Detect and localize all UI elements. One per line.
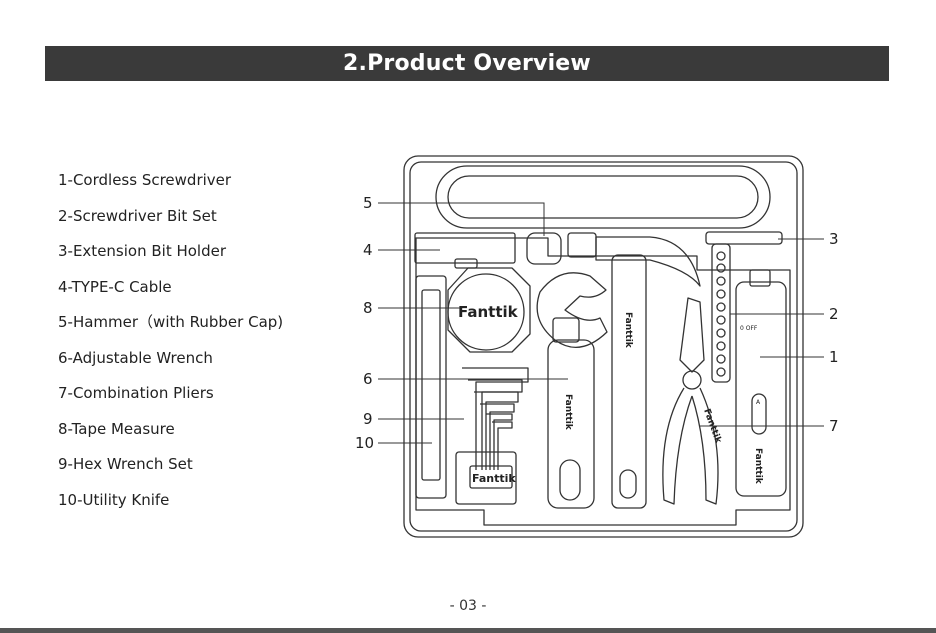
bit-shape-1 xyxy=(716,251,726,261)
hex-holder-brand-label: Fanttik xyxy=(472,472,516,485)
bit-shape-9 xyxy=(716,354,726,364)
part-item-adjustable-wrench: 6-Adjustable Wrench xyxy=(58,348,213,367)
pliers-jaw-shape xyxy=(679,297,705,373)
callout-6: 6 xyxy=(363,370,373,388)
parts-list: 1-Cordless Screwdriver 2-Screwdriver Bit… xyxy=(58,170,283,525)
callout-8: 8 xyxy=(363,299,373,317)
hex-wrench-shape-6 xyxy=(492,421,513,470)
bit-shape-10 xyxy=(716,367,726,377)
adjustable-wrench-slot xyxy=(559,459,581,501)
extension-bit-holder-shape xyxy=(705,231,783,245)
part-item-extension-bit-holder: 3-Extension Bit Holder xyxy=(58,242,227,260)
screwdriver-brand-label: Fanttik xyxy=(753,448,763,485)
bit-set-holder-shape xyxy=(711,243,731,383)
tape-measure-brand-label: Fanttik xyxy=(458,303,519,321)
part-item-cordless-screwdriver: 1-Cordless Screwdriver xyxy=(58,171,232,189)
hammer-handle-shape xyxy=(611,254,647,509)
pliers-handle-left-shape xyxy=(662,387,693,505)
part-item-type-c-cable: 4-TYPE-C Cable xyxy=(58,277,172,296)
case-handle-outer xyxy=(435,165,771,229)
hammer-brand-label: Fanttik xyxy=(623,312,633,349)
hex-wrench-shape-1 xyxy=(462,367,529,470)
adjustable-wrench-jaw-shape xyxy=(536,272,608,348)
hammer-claw-shape xyxy=(595,236,701,287)
case-outer-outline xyxy=(403,155,804,538)
cordless-screwdriver-switch-shape xyxy=(751,393,767,435)
part-item-hammer: 5-Hammer（with Rubber Cap) xyxy=(58,313,284,331)
case-handle-inner xyxy=(447,175,759,219)
part-item-hex-wrench-set: 9-Hex Wrench Set xyxy=(58,455,193,473)
pliers-brand-label: Fanttik xyxy=(701,408,723,446)
hammer-head-shape xyxy=(567,232,597,258)
cordless-screwdriver-chuck-shape xyxy=(749,269,771,287)
callout-5: 5 xyxy=(363,194,373,212)
bit-shape-8 xyxy=(716,341,726,351)
callout-1: 1 xyxy=(829,348,839,366)
screwdriver-switch-label: 0 OFF xyxy=(740,325,758,332)
hex-wrench-shape-5 xyxy=(486,413,513,470)
type-c-connector-shape xyxy=(454,258,478,269)
case-inner-outline xyxy=(409,161,798,532)
bit-shape-6 xyxy=(716,315,726,325)
hex-wrench-label-box xyxy=(469,465,513,489)
page-number: - 03 - xyxy=(449,598,487,614)
callout-2: 2 xyxy=(829,305,839,323)
pliers-pivot-shape xyxy=(682,370,702,390)
callout-10: 10 xyxy=(355,434,375,452)
adjustable-wrench-handle-shape xyxy=(547,339,595,509)
leader-line-5 xyxy=(378,202,545,236)
utility-knife-blade-slot xyxy=(421,289,441,481)
part-item-screwdriver-bit-set: 2-Screwdriver Bit Set xyxy=(58,206,217,225)
callout-9: 9 xyxy=(363,410,373,428)
bit-shape-3 xyxy=(716,276,726,286)
bit-shape-4 xyxy=(716,289,726,299)
section-header-bar: 2.Product Overview xyxy=(45,46,889,81)
bit-shape-7 xyxy=(716,328,726,338)
part-item-utility-knife: 10-Utility Knife xyxy=(58,490,170,509)
utility-knife-shape xyxy=(415,275,447,499)
wrench-brand-label: Fanttik xyxy=(563,394,573,431)
part-item-tape-measure: 8-Tape Measure xyxy=(58,419,175,438)
bit-shape-5 xyxy=(716,302,726,312)
pliers-handle-right-shape xyxy=(691,387,719,505)
section-title: 2.Product Overview xyxy=(343,51,591,76)
callout-4: 4 xyxy=(363,241,373,259)
cordless-screwdriver-body-shape xyxy=(735,281,787,497)
callout-7: 7 xyxy=(829,417,839,435)
hex-wrench-shape-4 xyxy=(480,403,515,470)
screwdriver-direction-label: A xyxy=(756,399,761,406)
tray-outline xyxy=(415,237,791,526)
hex-wrench-shape-2 xyxy=(468,379,523,470)
callout-3: 3 xyxy=(829,230,839,248)
hex-wrench-shape-3 xyxy=(474,391,519,470)
part-item-combination-pliers: 7-Combination Pliers xyxy=(58,384,214,402)
bottom-rule xyxy=(0,628,936,633)
adjustable-wrench-knob xyxy=(552,317,580,343)
hex-wrench-holder-shape xyxy=(455,451,517,505)
type-c-cable-shape xyxy=(414,232,516,264)
hammer-grip-slot xyxy=(619,469,637,499)
tape-measure-housing-shape xyxy=(447,267,531,353)
bit-shape-2 xyxy=(716,263,726,273)
